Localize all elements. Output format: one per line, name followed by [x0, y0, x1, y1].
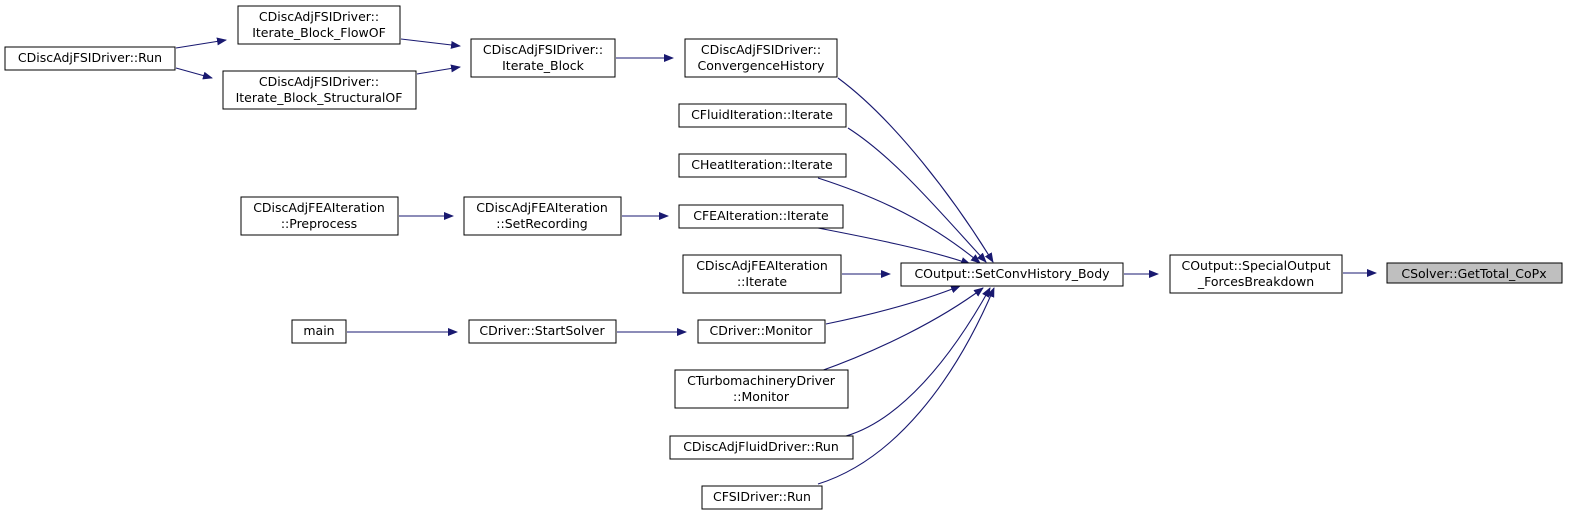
edge-disc-adj-fluid-driver-run-to-set-conv-history	[845, 287, 991, 437]
node-driver-monitor[interactable]: CDriver::Monitor	[697, 319, 826, 344]
node-label-line-2: ::Monitor	[733, 389, 790, 404]
node-label: CFSIDriver::Run	[713, 489, 811, 504]
node-fluid-iteration-iterate[interactable]: CFluidIteration::Iterate	[678, 103, 847, 128]
node-driver-start-solver[interactable]: CDriver::StartSolver	[468, 319, 617, 344]
edge-heat-iteration-to-set-conv-history	[817, 177, 981, 264]
node-label: CDriver::StartSolver	[479, 323, 605, 338]
node-label-line-2: Iterate_Block	[502, 58, 584, 73]
edge-turbo-driver-monitor-to-set-conv-history	[817, 287, 984, 373]
node-disc-adj-fea-iteration-set-recording[interactable]: CDiscAdjFEAIteration ::SetRecording	[463, 196, 622, 236]
node-label: CFEAIteration::Iterate	[693, 208, 829, 223]
node-label-line-2: Iterate_Block_FlowOF	[252, 25, 386, 40]
edge-disc-adj-fsi-driver-run-to-flow-of	[175, 37, 227, 49]
node-disc-adj-fea-iteration-preprocess[interactable]: CDiscAdjFEAIteration ::Preprocess	[240, 196, 399, 236]
node-fsi-driver-run[interactable]: CFSIDriver::Run	[701, 485, 823, 510]
node-label-line-2: ConvergenceHistory	[698, 58, 825, 73]
node-turbomachinery-driver-monitor[interactable]: CTurbomachineryDriver ::Monitor	[674, 369, 849, 409]
node-iterate-block-flow-of[interactable]: CDiscAdjFSIDriver:: Iterate_Block_FlowOF	[237, 5, 401, 45]
edge-iterate-block-flow-of-to-iterate-block	[400, 38, 461, 49]
edge-driver-monitor-to-set-conv-history	[825, 285, 961, 325]
edge-fluid-iteration-to-set-conv-history	[847, 127, 987, 263]
node-label: CHeatIteration::Iterate	[691, 157, 833, 172]
node-label: CSolver::GetTotal_CoPx	[1401, 266, 1546, 281]
node-label-line-2: ::SetRecording	[496, 216, 587, 231]
node-iterate-block-structural-of[interactable]: CDiscAdjFSIDriver:: Iterate_Block_Struct…	[222, 70, 417, 110]
node-label: CDiscAdjFluidDriver::Run	[683, 439, 839, 454]
node-label-line-1: CDiscAdjFSIDriver::	[701, 42, 821, 57]
node-label-line-1: COutput::SpecialOutput	[1181, 258, 1330, 273]
node-disc-adj-fsi-driver-run[interactable]: CDiscAdjFSIDriver::Run	[4, 46, 176, 71]
node-convergence-history[interactable]: CDiscAdjFSIDriver:: ConvergenceHistory	[684, 38, 838, 78]
node-disc-adj-fea-iteration-iterate[interactable]: CDiscAdjFEAIteration ::Iterate	[682, 254, 842, 294]
node-label-line-2: ::Preprocess	[281, 216, 357, 231]
nodes: CSolver::GetTotal_CoPx COutput::SpecialO…	[4, 5, 1563, 510]
edge-disc-adj-fsi-driver-run-to-structural-of	[175, 67, 213, 80]
edge-convergence-history-to-set-conv-history	[837, 77, 994, 263]
edge-fsi-driver-run-to-set-conv-history	[817, 287, 995, 485]
node-label: main	[303, 323, 334, 338]
node-main[interactable]: main	[291, 319, 347, 344]
edge-iterate-block-structural-of-to-iterate-block	[416, 64, 461, 75]
node-fea-iteration-iterate[interactable]: CFEAIteration::Iterate	[678, 204, 844, 229]
edges	[175, 37, 1377, 485]
node-label-line-1: CDiscAdjFEAIteration	[253, 200, 385, 215]
node-set-conv-history-body[interactable]: COutput::SetConvHistory_Body	[900, 262, 1124, 287]
edge-fea-iteration-to-set-conv-history	[817, 227, 971, 265]
node-special-output-forces-breakdown[interactable]: COutput::SpecialOutput _ForcesBreakdown	[1169, 254, 1343, 294]
node-label: CDiscAdjFSIDriver::Run	[18, 50, 162, 65]
node-label-line-2: Iterate_Block_StructuralOF	[236, 90, 403, 105]
node-disc-adj-fluid-driver-run[interactable]: CDiscAdjFluidDriver::Run	[669, 435, 854, 460]
node-label: CDriver::Monitor	[710, 323, 814, 338]
node-get-total-copx[interactable]: CSolver::GetTotal_CoPx	[1386, 262, 1563, 284]
node-label-line-1: CTurbomachineryDriver	[687, 373, 836, 388]
node-label-line-2: ::Iterate	[737, 274, 787, 289]
node-label-line-1: CDiscAdjFSIDriver::	[483, 42, 603, 57]
node-label-line-2: _ForcesBreakdown	[1197, 274, 1314, 289]
node-label-line-1: CDiscAdjFEAIteration	[476, 200, 608, 215]
node-label-line-1: CDiscAdjFEAIteration	[696, 258, 828, 273]
node-label-line-1: CDiscAdjFSIDriver::	[259, 9, 379, 24]
node-label: CFluidIteration::Iterate	[691, 107, 833, 122]
node-heat-iteration-iterate[interactable]: CHeatIteration::Iterate	[678, 153, 847, 178]
node-label-line-1: CDiscAdjFSIDriver::	[259, 74, 379, 89]
node-iterate-block[interactable]: CDiscAdjFSIDriver:: Iterate_Block	[470, 38, 616, 78]
node-label: COutput::SetConvHistory_Body	[914, 266, 1110, 281]
